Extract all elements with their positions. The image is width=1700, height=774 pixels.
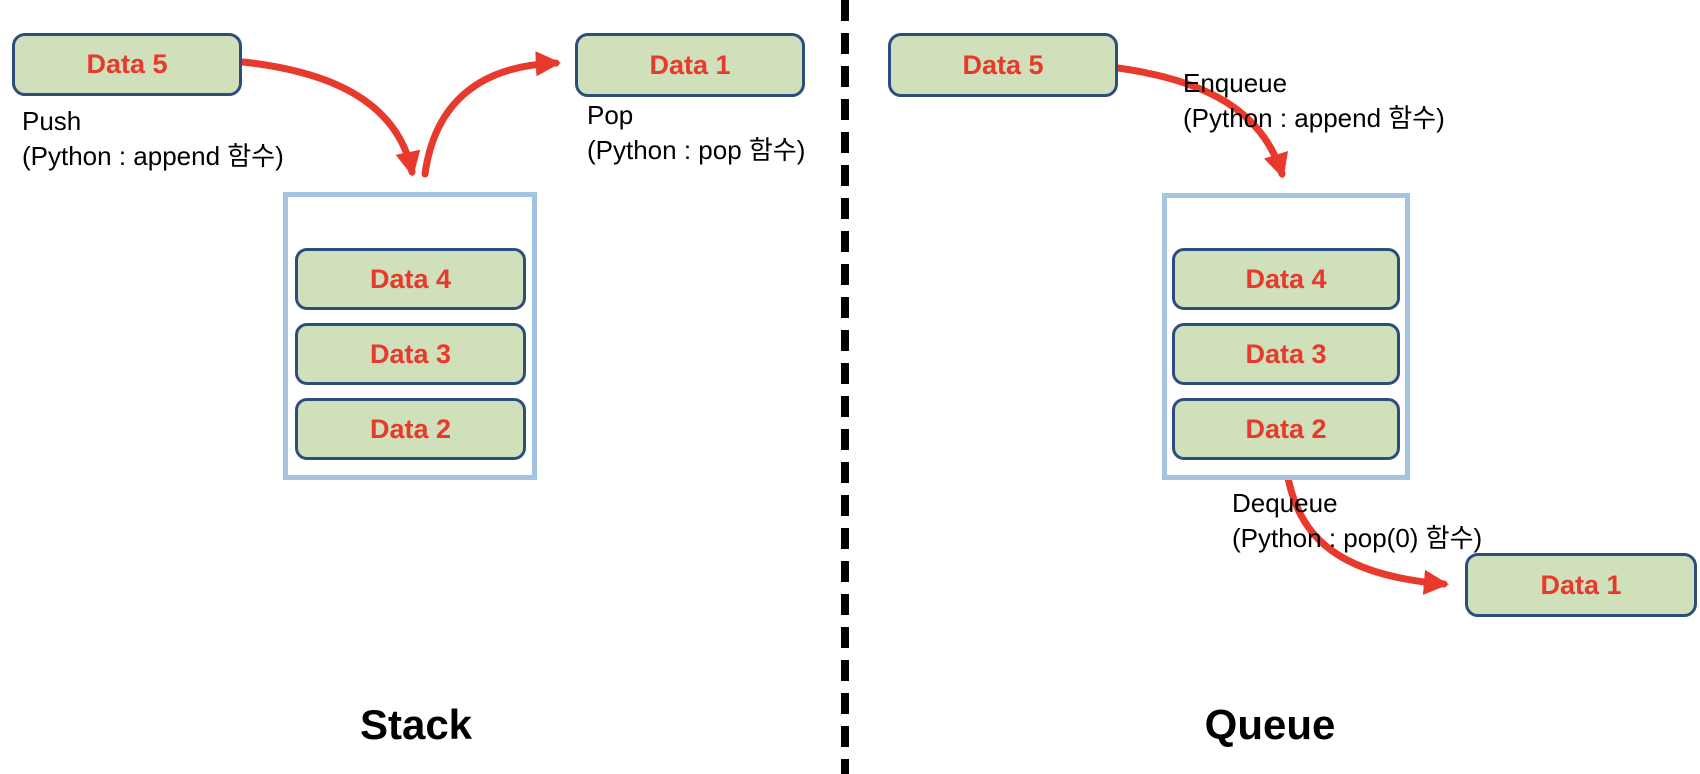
queue-incoming-data-box: Data 5 [888, 33, 1118, 97]
stack-container: Data 4 Data 3 Data 2 [283, 192, 537, 480]
push-label-subtitle: (Python : append 함수) [22, 141, 284, 171]
stack-item: Data 2 [295, 398, 526, 460]
stack-item-label: Data 2 [369, 413, 452, 444]
enqueue-label: Enqueue (Python : append 함수) [1183, 66, 1445, 136]
stack-title: Stack [359, 701, 473, 748]
queue-outgoing-data-box: Data 1 [1465, 553, 1697, 617]
stack-incoming-data-box: Data 5 [12, 33, 242, 96]
queue-item: Data 2 [1172, 398, 1400, 460]
dequeue-label: Dequeue (Python : pop(0) 함수) [1232, 486, 1482, 556]
pop-label: Pop (Python : pop 함수) [587, 98, 805, 168]
dequeue-label-subtitle: (Python : pop(0) 함수) [1232, 523, 1483, 553]
stack-item: Data 3 [295, 323, 526, 385]
queue-outgoing-data-label: Data 1 [1540, 569, 1622, 600]
queue-container: Data 4 Data 3 Data 2 [1162, 193, 1410, 480]
push-label: Push (Python : append 함수) [22, 104, 284, 174]
queue-incoming-data-label: Data 5 [962, 49, 1044, 80]
queue-item-label: Data 3 [1245, 338, 1327, 369]
stack-item: Data 4 [295, 248, 526, 310]
pop-arrow [421, 51, 562, 178]
queue-item: Data 4 [1172, 248, 1400, 310]
enqueue-label-title: Enqueue [1183, 68, 1288, 98]
stack-outgoing-data-box: Data 1 [575, 33, 805, 97]
queue-title: Queue [1204, 701, 1336, 748]
push-label-title: Push [22, 106, 82, 136]
stack-incoming-data-label: Data 5 [86, 49, 168, 79]
pop-label-title: Pop [587, 100, 634, 130]
stack-item-label: Data 4 [369, 263, 452, 294]
enqueue-label-subtitle: (Python : append 함수) [1183, 103, 1445, 133]
queue-item: Data 3 [1172, 323, 1400, 385]
stack-outgoing-data-label: Data 1 [649, 49, 731, 80]
dequeue-label-title: Dequeue [1232, 488, 1338, 518]
stack-item-label: Data 3 [369, 338, 452, 369]
queue-item-label: Data 4 [1245, 263, 1327, 294]
pop-label-subtitle: (Python : pop 함수) [587, 135, 806, 165]
queue-item-label: Data 2 [1245, 413, 1327, 444]
